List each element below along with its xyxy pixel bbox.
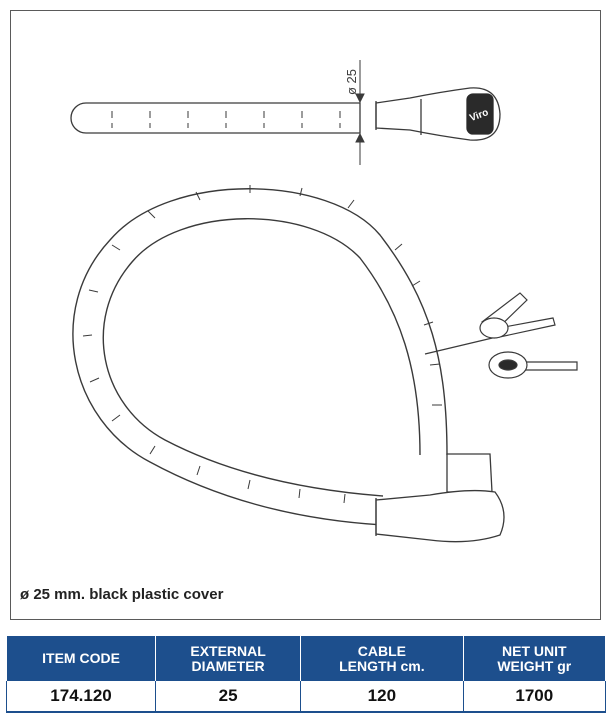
cable-loop-outer [72, 188, 448, 526]
cable-loop-inner [102, 218, 421, 497]
brand-badge [466, 93, 494, 135]
cell-item-code: 174.120 [5, 681, 157, 713]
lock-body [375, 489, 505, 543]
header-cable-length-line1: CABLE [357, 642, 406, 659]
spec-table-row: 174.120 25 120 1700 [5, 681, 607, 713]
cell-cable-length: 120 [300, 681, 464, 713]
header-net-unit-weight-line2: WEIGHT gr [497, 657, 572, 674]
lock-collar [446, 453, 493, 493]
header-cable-length-line2: LENGTH cm. [339, 657, 425, 674]
dimension-label: ø 25 [344, 69, 359, 95]
product-caption: ø 25 mm. black plastic cover [20, 586, 224, 603]
header-external-diameter-line2: DIAMETER [191, 657, 265, 674]
cell-external-diameter: 25 [155, 681, 302, 713]
header-item-code-line1: ITEM CODE [42, 650, 120, 666]
header-external-diameter-line1: EXTERNAL [190, 642, 266, 659]
header-net-unit-weight-line1: NET UNIT [502, 642, 567, 659]
spec-table-header-row: ITEM CODE EXTERNAL DIAMETER CABLE LENGTH… [5, 636, 607, 681]
straight-cable-ticks [111, 111, 341, 128]
cable-loop-ticks [82, 185, 442, 504]
diameter-dimension [355, 60, 365, 165]
header-cable-length: CABLE LENGTH cm. [300, 636, 464, 681]
cell-net-unit-weight: 1700 [462, 681, 607, 713]
straight-cable [70, 102, 361, 134]
header-item-code: ITEM CODE [5, 636, 157, 681]
spec-table: ITEM CODE EXTERNAL DIAMETER CABLE LENGTH… [5, 636, 607, 713]
header-net-unit-weight: NET UNIT WEIGHT gr [462, 636, 607, 681]
keys [424, 292, 578, 379]
header-external-diameter: EXTERNAL DIAMETER [155, 636, 302, 681]
